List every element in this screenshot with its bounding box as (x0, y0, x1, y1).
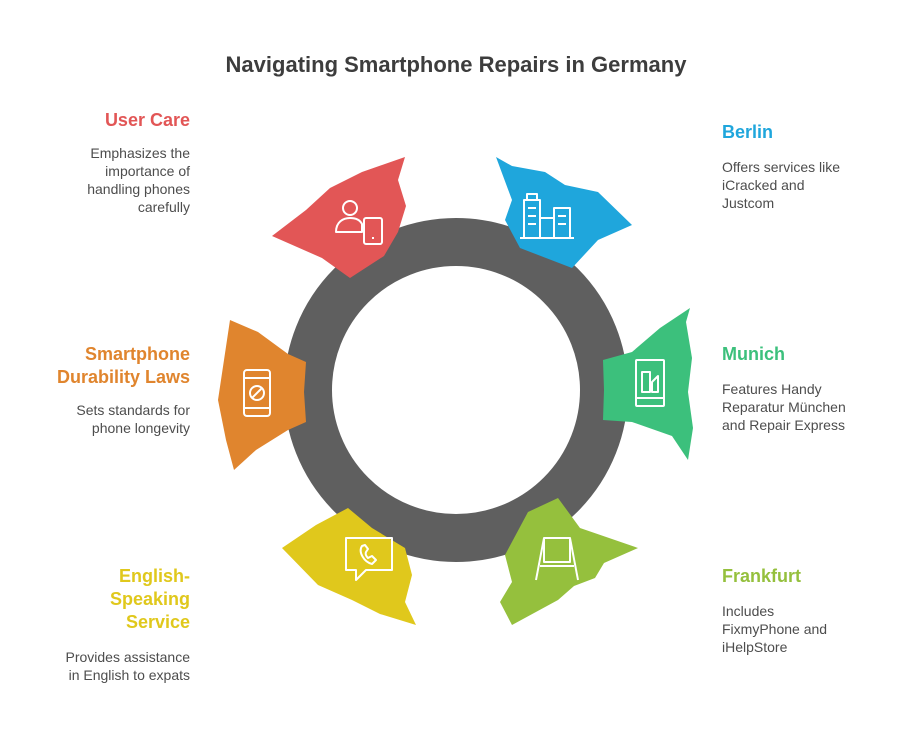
munich-segment (603, 308, 693, 460)
laws-label-line: Smartphone (84, 344, 190, 364)
english-desc-line: in English to expats (68, 667, 190, 683)
frankfurt-desc-line: Includes (722, 603, 775, 619)
berlin-label: Berlin (722, 122, 774, 142)
munich-desc-line: Features Handy (722, 381, 822, 397)
care-desc-line: handling phones (87, 181, 190, 197)
munich-label: Munich (722, 344, 785, 364)
english-desc: Provides assistance in English to expats (65, 648, 190, 684)
english-desc-line: Provides assistance (65, 649, 190, 665)
berlin-desc: Offers services like iCracked and Justco… (722, 158, 840, 212)
care-desc: Emphasizes the importance of handling ph… (87, 144, 190, 216)
user-phone-icon (335, 200, 383, 245)
care-desc-line: importance of (105, 163, 190, 179)
laws-label: Smartphone Durability Laws (57, 343, 190, 389)
care-desc-line: Emphasizes the (90, 145, 190, 161)
berlin-desc-line: Offers services like (722, 159, 840, 175)
munich-desc-line: Reparatur München (722, 399, 846, 415)
ring-track (284, 218, 628, 562)
phone-repair-icon (635, 359, 665, 407)
phone-prohibited-icon (243, 369, 271, 417)
english-label: English- Speaking Service (110, 565, 190, 634)
buildings-icon (520, 193, 574, 239)
berlin-desc-line: iCracked and (722, 177, 805, 193)
frankfurt-desc-line: FixmyPhone and (722, 621, 828, 637)
laws-label-line: Durability Laws (56, 367, 190, 387)
laws-segment (218, 320, 306, 470)
english-label-line: English- (119, 566, 190, 586)
berlin-desc-line: Justcom (722, 195, 775, 211)
phone-chat-icon (345, 537, 393, 581)
laws-desc-line: phone longevity (91, 420, 190, 436)
care-segment (272, 157, 406, 278)
care-desc-line: carefully (137, 199, 190, 215)
frankfurt-desc-line: iHelpStore (722, 639, 788, 655)
easel-icon (535, 537, 579, 581)
berlin-segment (496, 157, 632, 268)
frankfurt-label: Frankfurt (722, 566, 802, 586)
care-label: User Care (104, 110, 190, 130)
english-label-line: Service (125, 612, 190, 632)
english-label-line: Speaking (109, 589, 190, 609)
diagram-title: Navigating Smartphone Repairs in Germany (225, 52, 687, 77)
munich-desc: Features Handy Reparatur München and Rep… (722, 380, 846, 434)
munich-desc-line: and Repair Express (722, 417, 845, 433)
frankfurt-desc: Includes FixmyPhone and iHelpStore (722, 602, 827, 656)
laws-desc-line: Sets standards for (76, 402, 190, 418)
laws-desc: Sets standards for phone longevity (76, 401, 190, 437)
